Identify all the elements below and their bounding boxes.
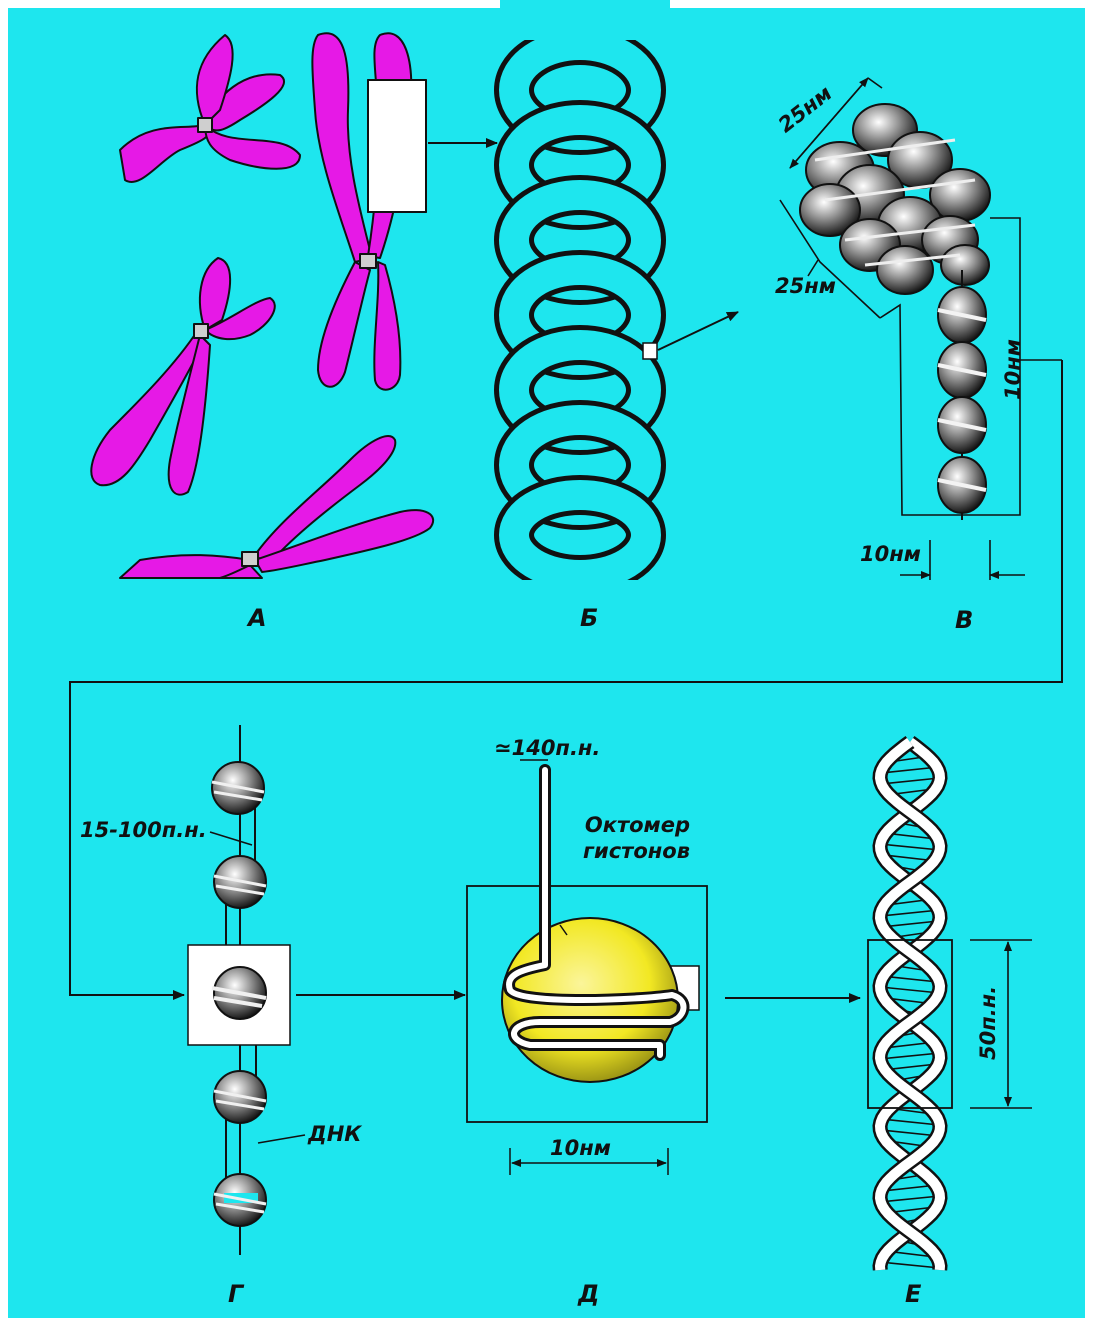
linker-length-label: 15-100п.н.: [80, 820, 207, 841]
base-pair-rung: [880, 1262, 940, 1268]
base-pair-rung: [880, 844, 940, 850]
panel-a-chromosomes: [91, 33, 433, 578]
dimension-label-25nm-side: 25нм: [775, 276, 836, 297]
base-pair-rung: [880, 1196, 940, 1202]
chromosome-3: [91, 258, 275, 495]
nucleosome: [214, 856, 266, 908]
panel-label-a: А: [248, 606, 267, 630]
nucleosome: [214, 1174, 266, 1226]
selection-box-a: [368, 80, 426, 212]
connector-v-to-g: [70, 360, 1062, 995]
base-pair-rung: [880, 1053, 940, 1059]
wrapped-length-label: ≃140п.н.: [494, 738, 600, 759]
panel-g-beads-on-string: [188, 725, 305, 1255]
chromosome-4: [120, 436, 433, 578]
nucleosome: [214, 1071, 266, 1123]
histone-octamer-label: Октомер гистонов: [560, 812, 690, 865]
fiber-25nm: [800, 104, 990, 294]
selection-box-b: [643, 343, 657, 359]
panel-label-v: В: [955, 608, 973, 632]
base-pair-rung: [880, 987, 939, 993]
panel-label-g: Г: [228, 1282, 243, 1306]
panel-v-fibers: [780, 78, 1062, 580]
dimension-label-10nm-vertical: 10нм: [1003, 339, 1024, 400]
nucleosome: [212, 967, 266, 1019]
dna-label: ДНК: [308, 1124, 361, 1145]
panel-e-dna-helix: [868, 742, 1032, 1270]
arrow-b-to-v: [658, 312, 738, 350]
panel-label-d: Д: [578, 1282, 599, 1306]
dimension-label-10nm-bead: 10нм: [860, 544, 921, 565]
fiber-coil: [514, 495, 646, 575]
panel-label-b: Б: [580, 606, 598, 630]
core-diameter-label: 10нм: [550, 1138, 611, 1159]
panel-label-e: Е: [905, 1282, 921, 1306]
chromosome-1: [120, 35, 300, 182]
nucleosome: [212, 762, 264, 814]
panel-b-solenoid-fiber: [500, 0, 670, 620]
helix-segment-label: 50п.н.: [978, 986, 999, 1060]
fiber-10nm: [938, 270, 986, 520]
